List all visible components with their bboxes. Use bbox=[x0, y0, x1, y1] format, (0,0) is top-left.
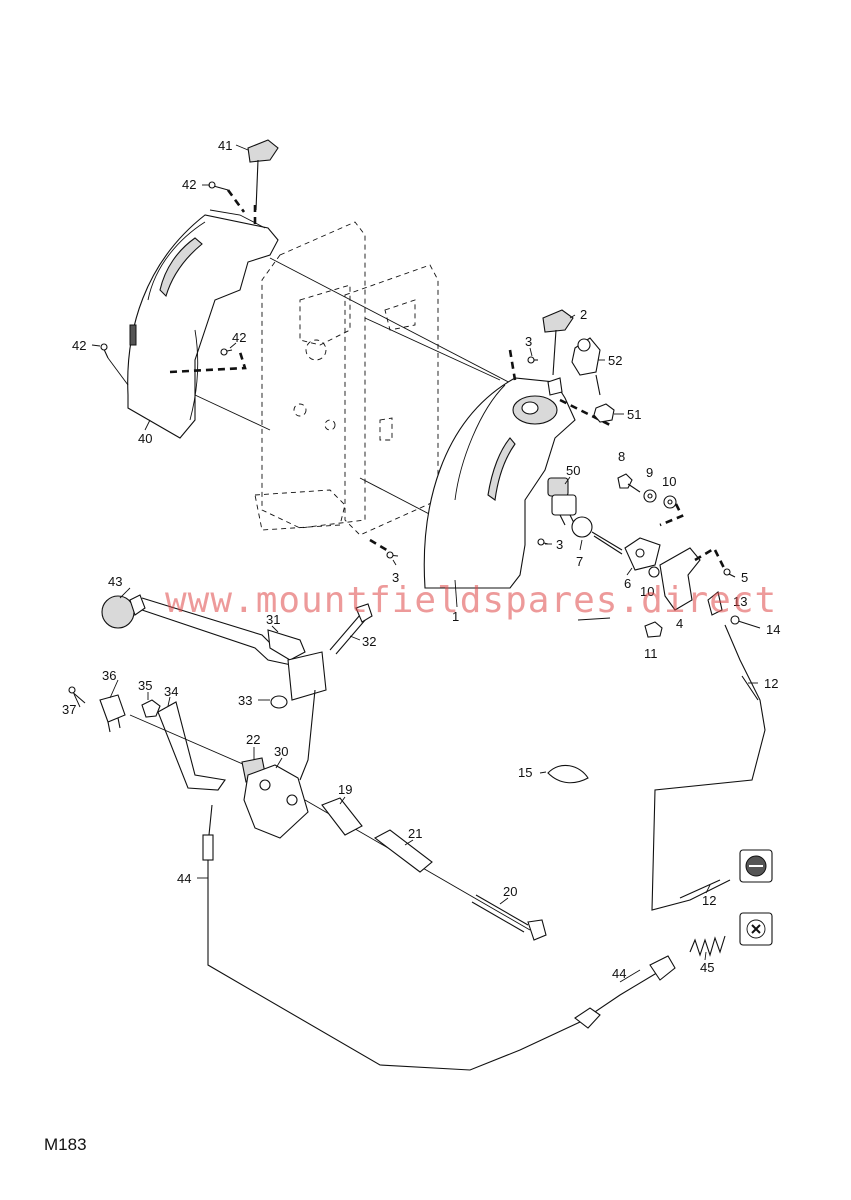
screw-part-5 bbox=[713, 549, 736, 578]
guide-line bbox=[129, 714, 246, 766]
plate-part-30 bbox=[243, 764, 309, 839]
callout-44: 44 bbox=[177, 871, 191, 886]
ghost-frame bbox=[254, 221, 439, 536]
spring-part-45 bbox=[689, 935, 726, 957]
cable-tie-part-15 bbox=[547, 764, 589, 784]
screw-part-3 bbox=[369, 356, 549, 559]
callout-30: 30 bbox=[274, 744, 288, 759]
screw-part-42 bbox=[100, 181, 247, 386]
callout-13: 13 bbox=[733, 594, 747, 609]
spacer-part-19 bbox=[321, 797, 363, 836]
callout-43: 43 bbox=[108, 574, 122, 589]
callout-31: 31 bbox=[266, 612, 280, 627]
callout-3: 3 bbox=[392, 570, 399, 585]
callout-51: 51 bbox=[627, 407, 641, 422]
callout-9: 9 bbox=[646, 465, 653, 480]
bolt-part-14 bbox=[730, 615, 761, 629]
cable-part-44 bbox=[202, 804, 676, 1071]
callout-4: 4 bbox=[676, 616, 683, 631]
cap-part-2 bbox=[542, 309, 574, 376]
callout-10: 10 bbox=[662, 474, 676, 489]
callout-32: 32 bbox=[362, 634, 376, 649]
right-shroud-part-1 bbox=[423, 349, 611, 589]
callout-41: 41 bbox=[218, 138, 232, 153]
watermark-text: www.mountfieldspares.direct bbox=[165, 580, 777, 621]
callout-37: 37 bbox=[62, 702, 76, 717]
blade-engage-icon bbox=[739, 912, 773, 946]
bracket-part-6 bbox=[624, 537, 661, 571]
left-shroud-part-40 bbox=[127, 209, 279, 439]
nut-part-51 bbox=[593, 403, 615, 423]
washer-part-10 bbox=[659, 495, 684, 527]
callout-34: 34 bbox=[164, 684, 178, 699]
callout-3: 3 bbox=[525, 334, 532, 349]
callout-14: 14 bbox=[766, 622, 780, 637]
bracket-part-34 bbox=[157, 701, 226, 791]
callout-45: 45 bbox=[700, 960, 714, 975]
washer-part-9 bbox=[643, 489, 657, 503]
callout-1: 1 bbox=[452, 609, 459, 624]
callout-42: 42 bbox=[72, 338, 86, 353]
bracket-part-13 bbox=[707, 591, 723, 616]
callout-3: 3 bbox=[556, 537, 563, 552]
callout-21: 21 bbox=[408, 826, 422, 841]
tube-part-21 bbox=[373, 829, 433, 873]
callout-44: 44 bbox=[612, 966, 626, 981]
bolt-part-20 bbox=[471, 894, 547, 941]
callout-20: 20 bbox=[503, 884, 517, 899]
guide-line bbox=[194, 394, 271, 431]
spacer-part-33 bbox=[270, 651, 327, 781]
leader-lines bbox=[73, 144, 758, 983]
callout-33: 33 bbox=[238, 693, 252, 708]
microswitch-part-36 bbox=[99, 694, 126, 733]
mower-drive-icon bbox=[739, 849, 773, 883]
callout-22: 22 bbox=[246, 732, 260, 747]
callout-42: 42 bbox=[232, 330, 246, 345]
callout-8: 8 bbox=[618, 449, 625, 464]
callouts: 41 42 42 42 40 2 3 52 51 50 8 9 10 3 3 7… bbox=[62, 138, 780, 981]
screw-part-37 bbox=[68, 686, 86, 704]
cable-part-12 bbox=[651, 624, 766, 911]
knob-cap-part-41 bbox=[247, 139, 279, 225]
callout-42: 42 bbox=[182, 177, 196, 192]
callout-11: 11 bbox=[644, 646, 658, 661]
guide-line bbox=[269, 257, 521, 389]
callout-10: 10 bbox=[640, 584, 654, 599]
callout-52: 52 bbox=[608, 353, 622, 368]
callout-6: 6 bbox=[624, 576, 631, 591]
callout-12: 12 bbox=[702, 893, 716, 908]
callout-50: 50 bbox=[566, 463, 580, 478]
lever-part-43 bbox=[101, 594, 299, 667]
switch-part-50 bbox=[547, 477, 577, 526]
lever-part-4 bbox=[648, 546, 716, 611]
lever-arm-part-31 bbox=[267, 629, 306, 661]
callout-40: 40 bbox=[138, 431, 152, 446]
nut-part-11 bbox=[644, 621, 663, 638]
callout-15: 15 bbox=[518, 765, 532, 780]
callout-35: 35 bbox=[138, 678, 152, 693]
callout-36: 36 bbox=[102, 668, 116, 683]
callout-12: 12 bbox=[764, 676, 778, 691]
ball-knob-part-7 bbox=[571, 516, 623, 555]
callout-7: 7 bbox=[576, 554, 583, 569]
guide-line bbox=[364, 317, 501, 381]
callout-5: 5 bbox=[741, 570, 748, 585]
callout-19: 19 bbox=[338, 782, 352, 797]
key-switch-part-52 bbox=[571, 337, 601, 396]
callout-2: 2 bbox=[580, 307, 587, 322]
nut-part-35 bbox=[141, 699, 161, 718]
bolt-part-8 bbox=[617, 473, 641, 493]
diagram-code: M183 bbox=[44, 1135, 87, 1154]
